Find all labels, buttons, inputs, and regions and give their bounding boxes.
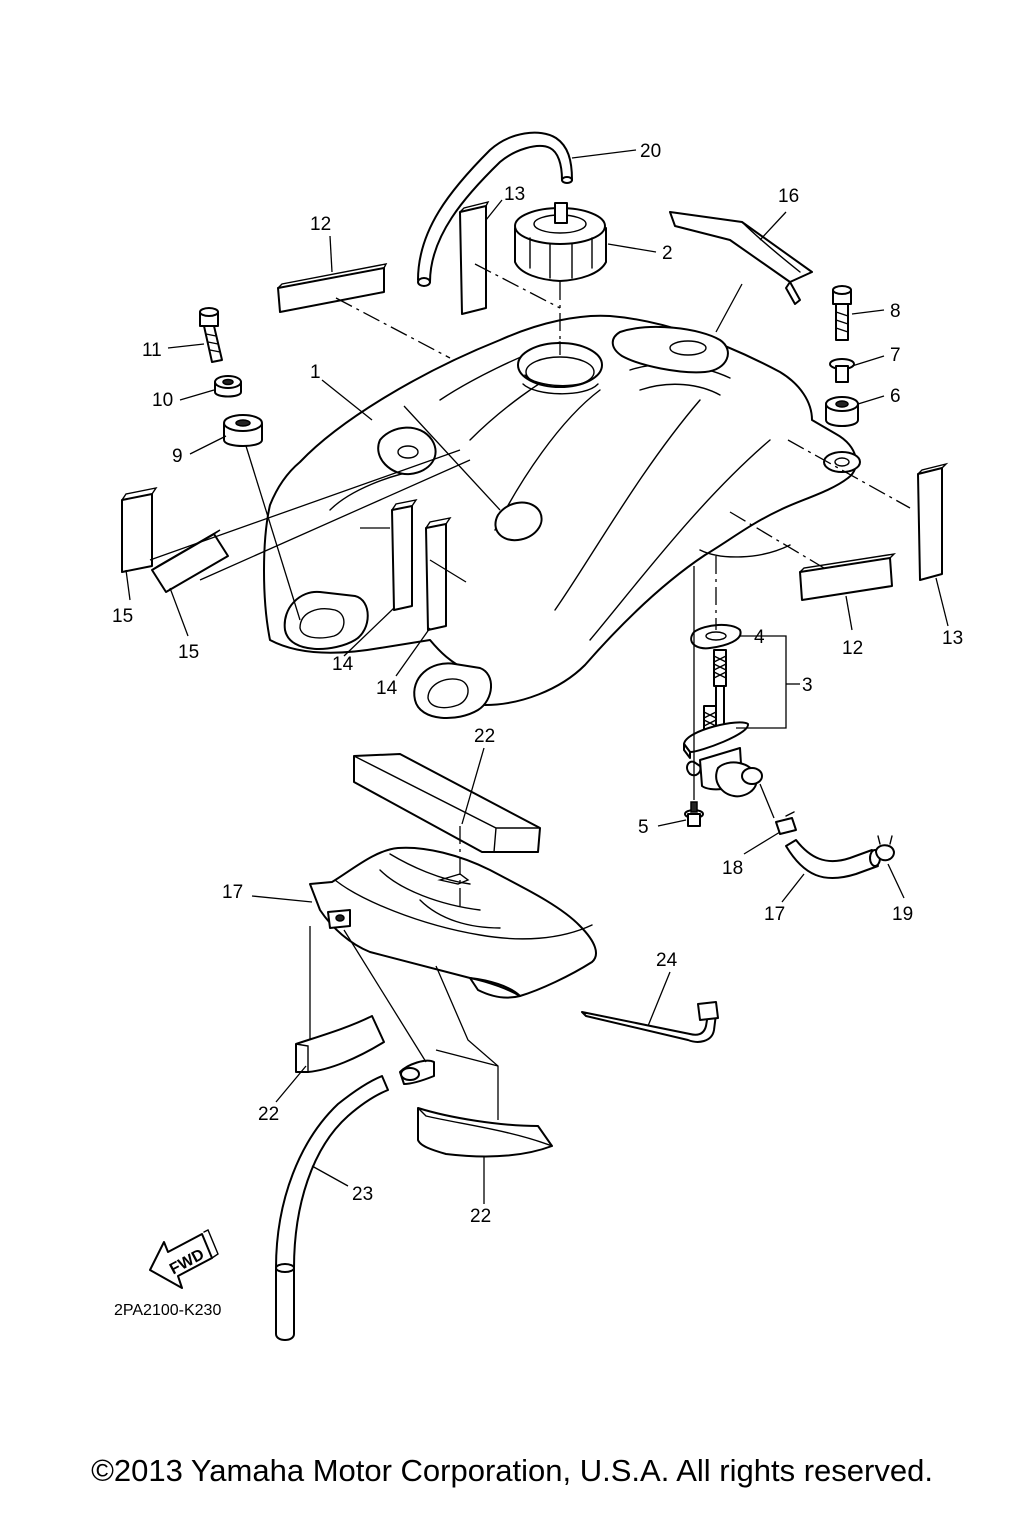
fuel-cock-screw (684, 801, 704, 827)
tank-bottom-plate (309, 846, 597, 999)
forward-direction-arrow: FWD (149, 1229, 219, 1289)
fuel-hose-clip-19 (875, 835, 895, 862)
diagram-code: 2PA2100-K230 (114, 1302, 221, 1319)
assembly-lines (149, 263, 911, 1120)
tank-top-pad (669, 211, 813, 305)
callout-12: 12 (310, 214, 331, 235)
damper-left (223, 414, 263, 447)
damper-strip-15-a (121, 486, 158, 573)
callout-17: 17 (764, 904, 785, 925)
fuel-cap (514, 202, 607, 282)
fuel-hose-clip-18 (775, 811, 797, 835)
damper-strip-13-right (917, 462, 949, 581)
damper-block-22-top (353, 753, 541, 853)
fuel-cock (683, 649, 763, 798)
callout-23: 23 (352, 1184, 373, 1205)
damper-strip-13-top (459, 200, 490, 315)
damper-strip-12-right (799, 552, 897, 601)
callout-19: 19 (892, 904, 913, 925)
breather-hose (417, 131, 573, 287)
callout-16: 16 (778, 186, 799, 207)
fixing-band (581, 1001, 719, 1043)
mount-bolt-left (199, 307, 223, 363)
callout-11: 11 (142, 340, 162, 361)
callout-12: 12 (842, 638, 863, 659)
callout-18: 18 (722, 858, 743, 879)
damper-block-22-left (295, 1015, 385, 1073)
callout-13: 13 (504, 184, 525, 205)
damper-strip-14-b (425, 516, 452, 631)
callout-22: 22 (470, 1206, 491, 1227)
callout-6: 6 (890, 386, 901, 407)
callout-10: 10 (152, 390, 173, 411)
callout-4: 4 (754, 627, 765, 648)
fuel-hose (785, 839, 881, 880)
callout-15: 15 (112, 606, 133, 627)
collar-right (829, 358, 855, 383)
callout-20: 20 (640, 141, 661, 162)
callout-15: 15 (178, 642, 199, 663)
callout-21: 17 (222, 882, 243, 903)
callout-14: 14 (376, 678, 398, 699)
damper-right (825, 396, 859, 427)
damper-block-22-bottom (417, 1107, 553, 1158)
callout-2: 2 (662, 243, 673, 264)
mount-bolt-right (832, 285, 852, 341)
callout-24: 24 (656, 950, 678, 971)
callout-14: 14 (332, 654, 354, 675)
callout-22: 22 (258, 1104, 279, 1125)
callout-13: 13 (942, 628, 963, 649)
callout-5: 5 (638, 817, 649, 838)
copyright-notice: ©2013 Yamaha Motor Corporation, U.S.A. A… (91, 1453, 933, 1488)
fuel-tank (263, 314, 861, 719)
callout-1: 1 (310, 362, 321, 383)
damper-strip-15-b (151, 529, 229, 593)
callout-3: 3 (802, 675, 813, 696)
collar-left (214, 375, 242, 398)
callout-22: 22 (474, 726, 495, 747)
callout-labels: 20 2 13 12 16 8 7 6 11 10 9 1 15 15 14 1… (112, 141, 963, 1227)
callout-7: 7 (890, 345, 901, 366)
overflow-tube (275, 1059, 435, 1341)
callout-9: 9 (172, 446, 183, 467)
callout-8: 8 (890, 301, 901, 322)
damper-strip-12-top (277, 263, 388, 313)
callout-leaders (125, 149, 949, 1204)
damper-strip-14-a (391, 498, 418, 611)
